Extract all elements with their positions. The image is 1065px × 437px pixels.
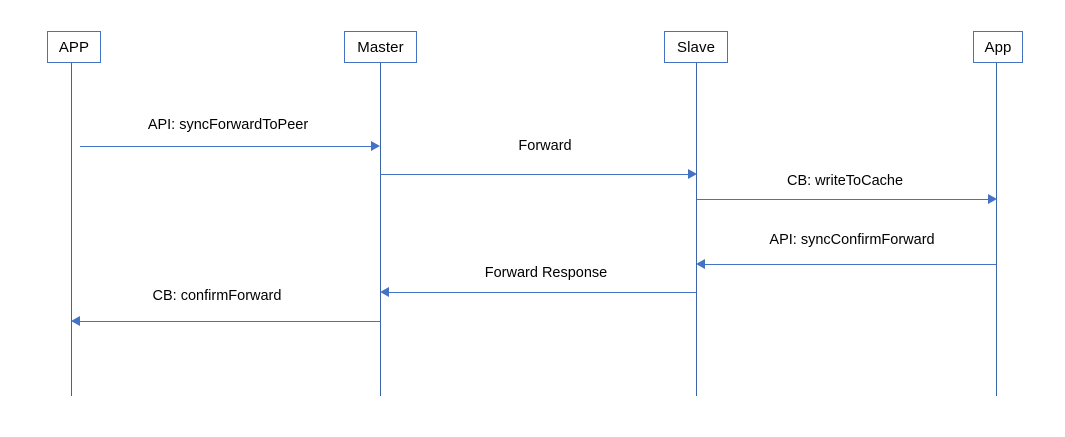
participant-master-label: Master [357,38,404,56]
arrow-head-left-icon-5 [380,287,389,297]
lifeline-app-right [995,63,997,396]
participant-master[interactable]: Master [344,31,417,63]
message-line-6 [80,321,380,322]
participant-slave[interactable]: Slave [664,31,728,63]
message-label-3: CB: writeToCache [786,173,904,189]
message-label-2: Forward [518,138,572,154]
arrow-head-right-icon-3 [988,194,997,204]
message-line-4 [705,264,996,265]
message-line-3 [697,199,988,200]
lifeline-master [379,63,381,396]
message-label-4: API: syncConfirmForward [769,232,935,248]
message-label-5: Forward Response [484,265,608,281]
arrow-head-right-icon-1 [371,141,380,151]
lifeline-app-left [71,63,72,396]
message-label-6: CB: confirmForward [152,288,282,304]
arrow-head-left-icon-6 [71,316,80,326]
message-line-5 [389,292,696,293]
participant-app-right-label: App [984,38,1012,56]
participant-slave-label: Slave [676,38,716,56]
participant-app-left-label: APP [58,38,90,56]
message-line-2 [380,174,688,175]
arrow-head-right-icon-2 [688,169,697,179]
lifeline-slave [696,63,697,396]
message-line-1 [80,146,371,147]
participant-app-right[interactable]: App [973,31,1023,63]
message-label-1: API: syncForwardToPeer [147,117,309,133]
arrow-head-left-icon-4 [696,259,705,269]
participant-app-left[interactable]: APP [47,31,101,63]
